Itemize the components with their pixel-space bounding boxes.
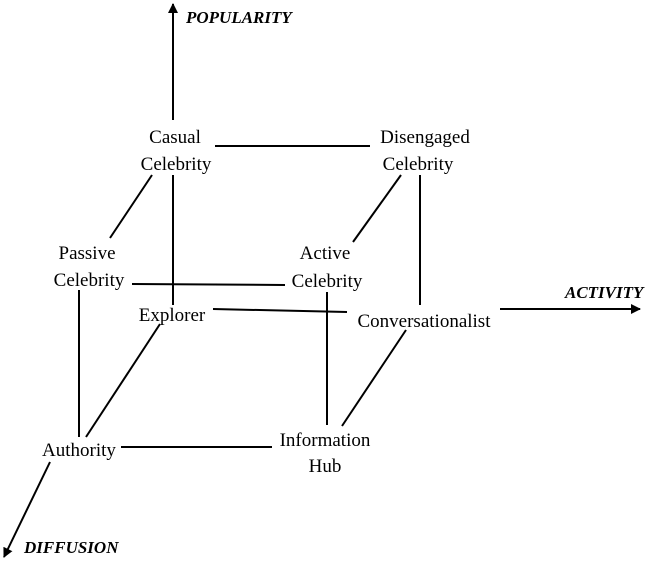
- edge-explorer-authority: [85, 323, 161, 438]
- node-disengaged-celebrity: Disengaged Celebrity: [380, 127, 470, 175]
- popularity-axis-label: POPULARITY: [185, 8, 293, 27]
- node-label-line: Celebrity: [292, 271, 363, 292]
- node-label-line: Active: [300, 243, 351, 264]
- node-authority: Authority: [42, 440, 116, 461]
- node-passive-celebrity: Passive Celebrity: [54, 243, 125, 291]
- node-label-line: Conversationalist: [358, 311, 492, 332]
- edge-conversationalist-information-hub: [341, 329, 407, 427]
- edge-passive-active: [131, 283, 286, 286]
- node-explorer: Explorer: [139, 305, 206, 326]
- edge-disengaged-active: [352, 174, 402, 243]
- edge-casual-passive: [109, 174, 153, 239]
- node-label-line: Disengaged: [380, 127, 470, 148]
- node-label-line: Celebrity: [141, 154, 212, 175]
- node-label-line: Casual: [149, 127, 201, 148]
- node-label-line: Celebrity: [54, 270, 125, 291]
- node-label-line: Hub: [309, 456, 342, 477]
- node-casual-celebrity: Casual Celebrity: [141, 127, 212, 175]
- edge-explorer-conversationalist: [212, 308, 348, 313]
- node-label-line: Authority: [42, 440, 116, 461]
- node-information-hub: Information Hub: [280, 430, 371, 477]
- diffusion-axis-label: DIFFUSION: [23, 538, 119, 557]
- activity-axis-label: ACTIVITY: [564, 283, 645, 302]
- node-label-line: Information: [280, 430, 371, 451]
- node-conversationalist: Conversationalist: [358, 311, 492, 332]
- node-label-line: Passive: [59, 243, 116, 264]
- node-active-celebrity: Active Celebrity: [292, 243, 363, 292]
- node-label-line: Celebrity: [383, 154, 454, 175]
- diffusion-axis: [3, 461, 51, 558]
- node-label-line: Explorer: [139, 305, 206, 326]
